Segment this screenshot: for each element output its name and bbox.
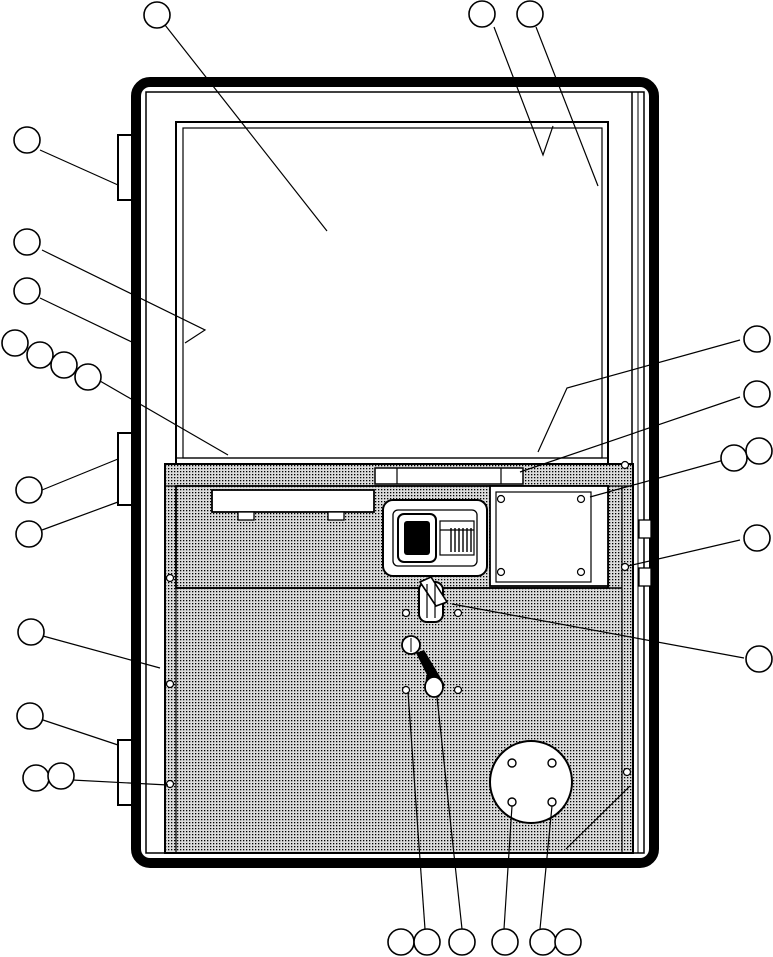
callout-marker [745,437,773,465]
callout-marker [516,0,544,28]
callout-marker [47,762,75,790]
callout-marker [529,928,557,956]
mounting-bar [211,489,375,513]
callout-marker [413,928,441,956]
callout-marker [1,329,29,357]
rotary-handle [401,635,445,698]
latch-handle-grip [404,521,430,555]
callout-marker [13,228,41,256]
leader-lines [39,24,745,930]
callout-marker [743,380,771,408]
window-retainer-strip [374,467,524,485]
vent-cover [489,740,573,824]
callout-marker [387,928,415,956]
callout-marker [50,351,78,379]
callout-marker [13,277,41,305]
window-glass [175,121,609,465]
callout-marker [22,764,50,792]
callout-marker [16,702,44,730]
callout-marker [17,618,45,646]
callout-marker [15,520,43,548]
callout-marker [743,325,771,353]
callout-marker [26,341,54,369]
callout-marker [13,126,41,154]
callout-marker [448,928,476,956]
callout-marker [468,0,496,28]
callout-marker [74,363,102,391]
callout-marker [554,928,582,956]
callout-marker [143,1,171,29]
latch-ribs [450,528,472,552]
callout-marker [15,476,43,504]
key-cylinder [418,575,449,623]
callout-marker [743,524,771,552]
callout-marker [745,645,773,673]
mounting-bar-bolts [237,511,345,521]
striker-tabs [638,519,652,587]
screws [165,460,632,789]
callout-marker [491,928,519,956]
callout-marker [720,444,748,472]
